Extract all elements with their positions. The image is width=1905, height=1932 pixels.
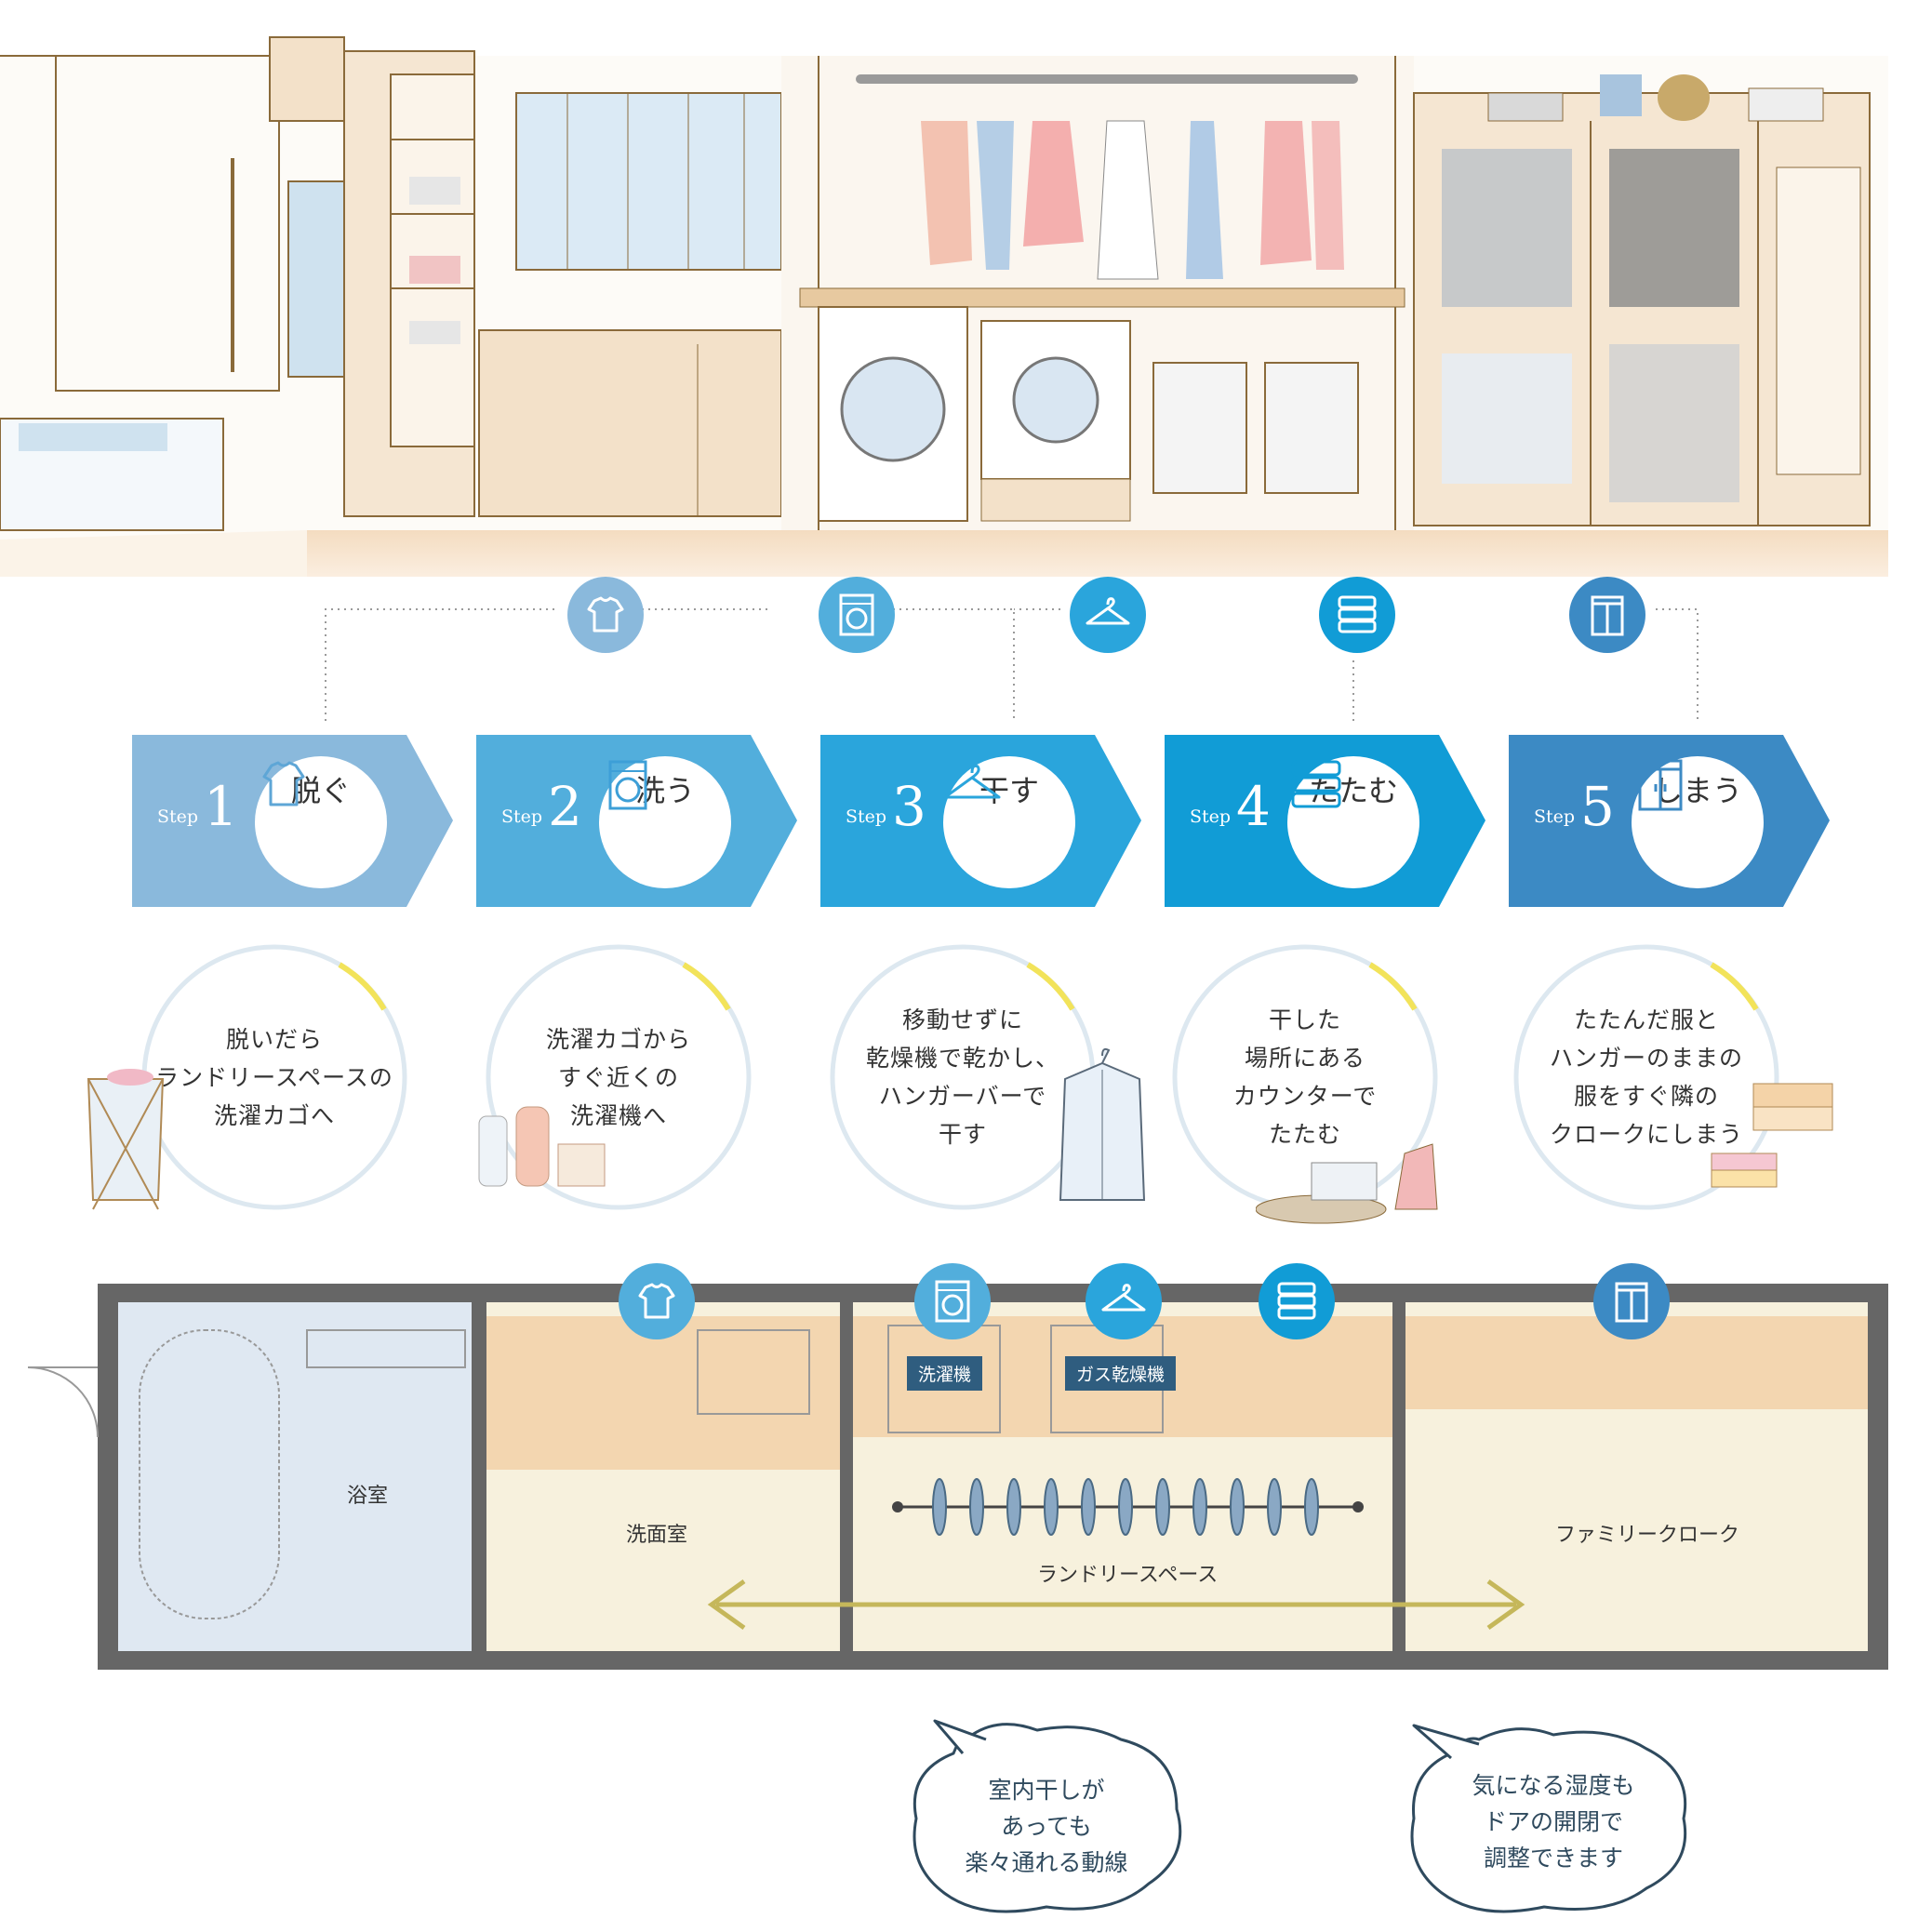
step-icon-circle: たたむ [1287,756,1419,888]
floor-plan [0,1274,1905,1721]
folded-clothes-icon [1259,1263,1335,1339]
washing-machine-icon [819,577,895,653]
room-label-laundry: ランドリースペース [1037,1564,1219,1587]
step-number: 3 [892,775,926,838]
step-icon-circle: 脱ぐ [255,756,387,888]
step-label: Step [846,806,887,827]
detergent-illustration [474,1098,609,1191]
tag-washer: 洗濯機 [907,1356,983,1391]
closet-icon [1569,577,1645,653]
folded-clothes-icon [1291,760,1341,808]
step-icon-circle: 洗う [599,756,731,888]
washing-machine-icon [914,1263,991,1339]
step-3: Step 3 干す [820,735,1141,907]
closet-icon [1593,1263,1670,1339]
step-icon-circle: 干す [943,756,1075,888]
washing-machine-icon [608,760,647,810]
closet-icon [1638,759,1683,811]
hanger-icon [1086,1263,1162,1339]
laundry-room-illustration [0,0,1905,577]
step-label: Step [1534,806,1576,827]
hanger-icon [1070,577,1146,653]
step-number: 5 [1580,775,1615,838]
step-1: Step 1 脱ぐ [132,735,453,907]
description-text: 洗濯カゴから すぐ近くの 洗濯機へ [545,1025,691,1129]
description-4: 干した 場所にある カウンターで たたむ [1170,942,1440,1212]
description-text: 移動せずに 乾燥機で乾かし、 ハンガーバーで 干す [865,1006,1059,1148]
room-label-washroom: 洗面室 [626,1524,688,1547]
folded-clothes-icon [1319,577,1395,653]
hanger-icon [943,764,1001,799]
step-4: Step 4 たたむ [1165,735,1485,907]
description-2: 洗濯カゴから すぐ近くの 洗濯機へ [484,942,753,1212]
speech-bubble-text: 気になる湿度も ドアの開閉で 調整できます [1472,1772,1635,1872]
step-5: Step 5 しまう [1509,735,1830,907]
description-5: たたんだ服と ハンガーのままの 服をすぐ隣の クロークにしまう [1512,942,1781,1212]
room-label-cloak: ファミリークローク [1555,1524,1740,1547]
step-icon-circle: しまう [1632,756,1764,888]
step-number: 2 [548,775,582,838]
speech-bubble-2: 気になる湿度も ドアの開閉で 調整できます [1395,1716,1702,1925]
description-text: 脱いだら ランドリースペースの 洗濯カゴへ [155,1025,393,1129]
tshirt-icon [619,1263,695,1339]
connector-lines [0,595,1905,735]
laundry-basket-illustration [79,1060,172,1219]
description-3: 移動せずに 乾燥機で乾かし、 ハンガーバーで 干す [828,942,1098,1212]
folded-stack-illustration [1702,1070,1837,1205]
step-label: Step [157,806,199,827]
step-2: Step 2 洗う [476,735,797,907]
step-label: Step [1190,806,1232,827]
tag-dryer: ガス乾燥機 [1065,1356,1177,1391]
speech-bubble-text: 室内干しが あっても 楽々通れる動線 [965,1777,1128,1876]
description-1: 脱いだら ランドリースペースの 洗濯カゴへ [140,942,409,1212]
tshirt-icon [567,577,644,653]
step-number: 1 [204,775,238,838]
shirt-on-hanger-illustration [1051,1046,1158,1205]
step-label: Step [501,806,543,827]
ironing-illustration [1255,1126,1442,1228]
description-text: たたんだ服と ハンガーのままの 服をすぐ隣の クロークにしまう [1549,1006,1743,1148]
room-label-bathroom: 浴室 [347,1485,389,1508]
tshirt-icon [262,761,305,806]
step-number: 4 [1236,775,1271,838]
description-text: 干した 場所にある カウンターで たたむ [1232,1006,1378,1148]
step-title: しまう [1652,773,1742,808]
speech-bubble-1: 室内干しが あっても 楽々通れる動線 [898,1716,1195,1925]
